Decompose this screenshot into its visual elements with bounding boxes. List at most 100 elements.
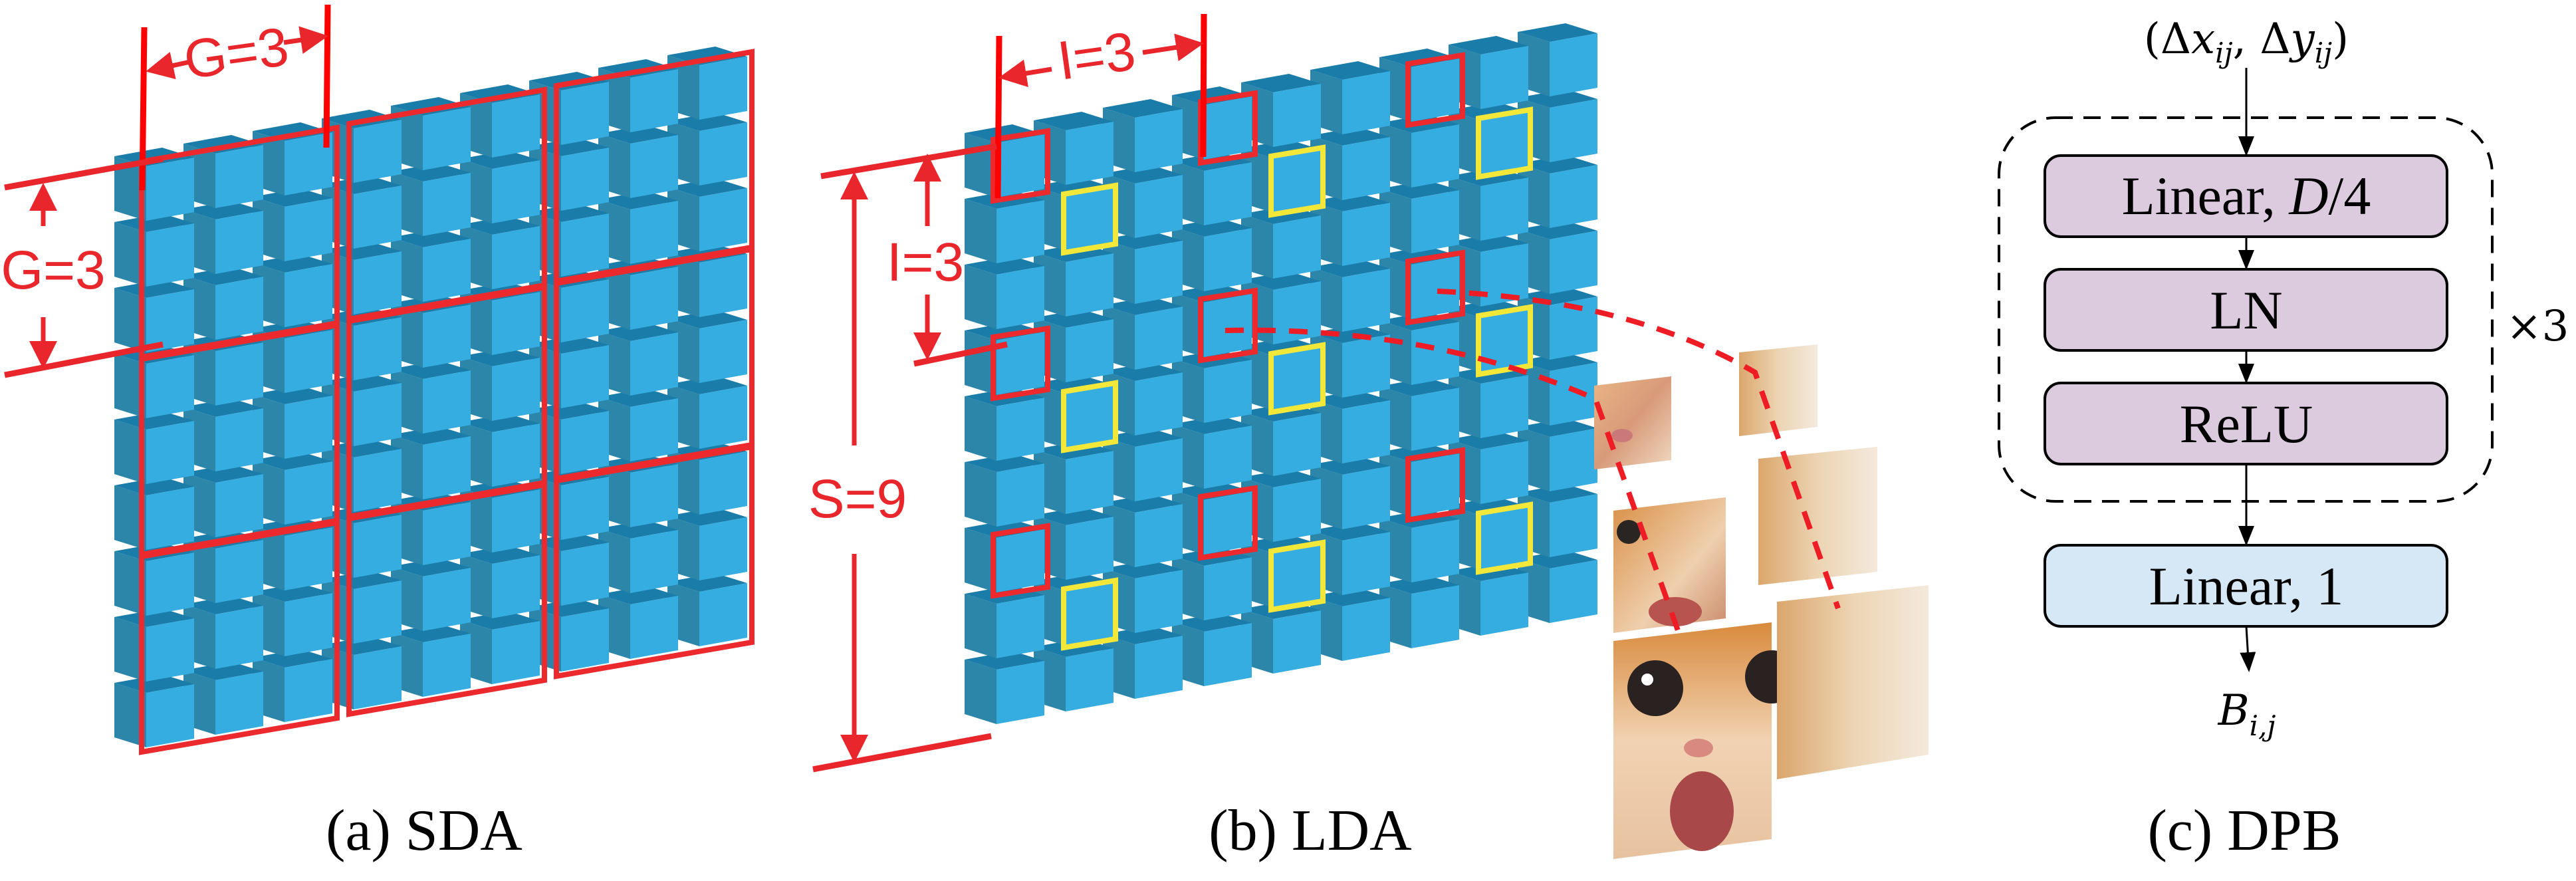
cube-front-face — [354, 186, 402, 249]
cube-front-face — [423, 370, 471, 434]
cube-front-face — [1273, 84, 1321, 147]
lda-guide-line — [995, 35, 1002, 199]
cube-top-face — [1172, 86, 1252, 105]
cube-top-face — [1241, 535, 1321, 553]
cube-top-face — [391, 624, 471, 642]
cube-front-face — [1342, 334, 1390, 398]
cube-top-face — [253, 649, 332, 668]
cube-top-face — [1103, 494, 1183, 513]
lda-interval-height-label: I=3 — [887, 232, 964, 293]
cube-token — [391, 558, 471, 631]
cube-side-face — [965, 594, 996, 658]
cube-front-face — [996, 463, 1044, 527]
cube-front-face — [1342, 400, 1390, 463]
cube-front-face — [354, 317, 402, 380]
cube-front-face — [1066, 188, 1113, 251]
cube-front-face — [1273, 413, 1321, 476]
cube-front-face — [285, 461, 332, 525]
cube-side-face — [965, 462, 996, 527]
sda-guide-line — [4, 341, 164, 378]
cube-front-face — [146, 355, 194, 418]
lda-caption: (b) LDA — [1209, 799, 1411, 863]
cube-top-face — [1034, 112, 1113, 130]
cube-token — [1449, 168, 1528, 241]
cube-front-face — [1135, 570, 1183, 633]
cube-top-face — [1449, 36, 1528, 55]
lda-guide-line — [820, 143, 997, 180]
cube-top-face — [1241, 140, 1321, 158]
cube-front-face — [699, 320, 747, 383]
cube-token — [1449, 365, 1528, 438]
cube-top-face — [114, 477, 194, 495]
cube-side-face — [114, 485, 146, 550]
cube-front-face — [1550, 33, 1597, 96]
cube-token — [253, 254, 332, 327]
cube-top-face — [1172, 218, 1252, 237]
cube-token — [1379, 575, 1459, 648]
cube-token — [598, 520, 678, 593]
lda-token-red — [991, 325, 1050, 402]
cube-front-face — [996, 529, 1044, 592]
cube-front-face — [354, 251, 402, 315]
cube-front-face — [1550, 297, 1597, 360]
cube-side-face — [114, 156, 146, 221]
cube-token — [391, 229, 471, 302]
cube-front-face — [1480, 375, 1528, 438]
cube-front-face — [1204, 557, 1252, 620]
cube-token — [253, 386, 332, 459]
cube-front-face — [1411, 388, 1459, 451]
cube-front-face — [1066, 451, 1113, 514]
cube-front-face — [1135, 636, 1183, 699]
cube-front-face — [146, 223, 194, 287]
cube-front-face — [1480, 112, 1528, 175]
cube-front-face — [996, 398, 1044, 461]
cube-top-face — [529, 401, 609, 420]
lda-token-red — [991, 523, 1050, 599]
cube-front-face — [423, 502, 471, 565]
cube-front-face — [1411, 322, 1459, 385]
cube-token — [1103, 494, 1183, 567]
cube-token — [391, 426, 471, 499]
cube-top-face — [114, 279, 194, 298]
cube-top-face — [183, 398, 263, 417]
cube-token — [460, 150, 540, 223]
lda-token-yellow — [1268, 144, 1326, 218]
cube-top-face — [183, 464, 263, 483]
cube-front-face — [492, 160, 540, 223]
lda-token-yellow — [1476, 106, 1533, 180]
cube-top-face — [460, 414, 540, 432]
cube-token — [253, 649, 332, 722]
cube-front-face — [354, 449, 402, 512]
cube-top-face — [1518, 221, 1597, 239]
cube-top-face — [1103, 297, 1183, 315]
cube-top-face — [1034, 572, 1113, 591]
cube-front-face — [1342, 137, 1390, 200]
cube-token — [322, 636, 402, 709]
cube-token — [114, 213, 194, 287]
cube-token — [114, 411, 194, 484]
cube-token — [667, 178, 747, 251]
cube-token — [667, 573, 747, 646]
cube-top-face — [322, 373, 402, 392]
cube-front-face — [699, 254, 747, 317]
cube-token — [1172, 416, 1252, 489]
dpb-diagram: (Δxij, Δyij) Linear, D/4 LN ReLU ×3 Line… — [1998, 15, 2569, 742]
cube-front-face — [630, 267, 678, 330]
cube-token — [667, 376, 747, 449]
lda-token-yellow — [1476, 501, 1533, 575]
cube-token — [965, 519, 1044, 592]
cube-top-face — [1241, 469, 1321, 487]
cube-front-face — [1342, 466, 1390, 529]
cube-top-face — [1379, 180, 1459, 199]
cube-front-face — [699, 122, 747, 186]
cube-front-face — [423, 305, 471, 368]
cube-top-face — [322, 636, 402, 655]
cat-patch-nose — [1594, 376, 1671, 469]
cube-top-face — [1172, 481, 1252, 500]
cube-top-face — [391, 163, 471, 182]
cube-top-face — [253, 583, 332, 602]
cube-front-face — [561, 411, 609, 474]
cube-front-face — [423, 436, 471, 499]
cube-top-face — [1310, 61, 1390, 80]
lda-size-label: S=9 — [808, 469, 907, 529]
